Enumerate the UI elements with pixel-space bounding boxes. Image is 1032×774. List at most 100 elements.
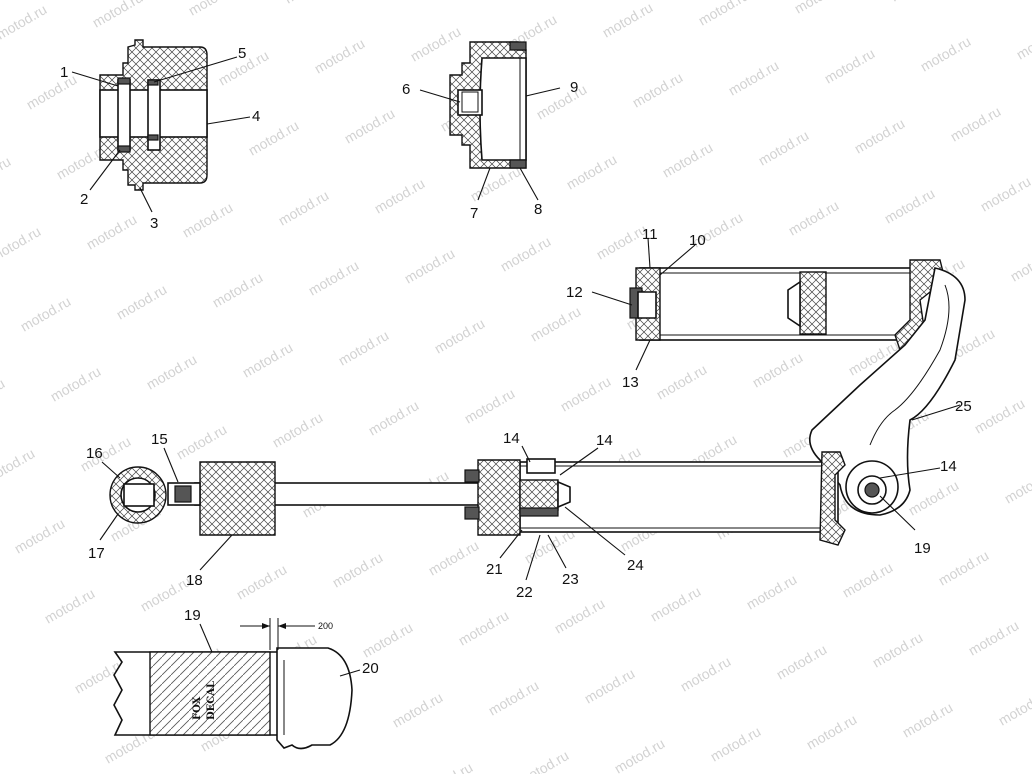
watermark-text: motod.ru [84,211,140,252]
watermark-text: motod.ru [594,221,650,262]
watermark-text: motod.ru [390,689,446,730]
callout-9: 9 [570,79,578,96]
watermark-text: motod.ru [648,583,704,624]
callout-17: 17 [88,545,105,562]
callout-2: 2 [80,191,88,208]
callout-18: 18 [186,572,203,589]
watermark-text: motod.ru [822,45,878,86]
callout-8: 8 [534,201,542,218]
watermark-text: motod.ru [726,57,782,98]
watermark-text: motod.ru [558,373,614,414]
watermark-text: motod.ru [744,571,800,612]
watermark-text: motod.ru [426,537,482,578]
watermark-text: motod.ru [210,269,266,310]
watermark-text: motod.ru [366,397,422,438]
decal-text-decal: DECAL [206,681,217,720]
watermark-text: motod.ru [1002,465,1032,506]
watermark-text: motod.ru [852,115,908,156]
watermark-text: motod.ru [678,653,734,694]
watermark-text: motod.ru [24,71,80,112]
watermark-text: motod.ru [18,293,74,334]
watermark-text: motod.ru [42,585,98,626]
watermark-text: motod.ru [534,81,590,122]
watermark-text: motod.ru [660,139,716,180]
callout-14b: 14 [596,432,613,449]
watermark-text: motod.ru [312,35,368,76]
watermark-text: motod.ru [468,163,524,204]
watermark-text: motod.ru [870,629,926,670]
watermark-text: motod.ru [330,549,386,590]
watermark-text: motod.ru [654,361,710,402]
watermark-text: motod.ru [360,619,416,660]
callout-14c: 14 [940,458,957,475]
callout-24: 24 [627,557,644,574]
watermark-text: motod.ru [486,677,542,718]
callout-16: 16 [86,445,103,462]
callout-14a: 14 [503,430,520,447]
watermark-text: motod.ru [804,711,860,752]
watermark-text: motod.ru [972,395,1028,436]
watermark-text: motod.ru [234,561,290,602]
watermark-text: motod.ru [918,33,974,74]
watermark-text: motod.ru [0,1,49,42]
watermark-text: motod.ru [462,385,518,426]
watermark-text: motod.ru [48,363,104,404]
watermark-text: motod.ru [12,515,68,556]
watermark-text: motod.ru [1014,21,1032,62]
watermark-text: motod.ru [906,477,962,518]
callout-23: 23 [562,571,579,588]
callout-22: 22 [516,584,533,601]
callout-4: 4 [252,108,260,125]
watermark-text: motod.ru [456,607,512,648]
watermark-text: motod.ru [948,103,1004,144]
watermark-text: motod.ru [306,257,362,298]
callout-1: 1 [60,64,68,81]
watermark-text: motod.ru [408,23,464,64]
bushing-detail [71,39,251,213]
callout-6: 6 [402,81,410,98]
dimension-label: 200 [318,621,333,631]
watermark-text: motod.ru [276,187,332,228]
watermark-text: motod.ru [420,759,476,774]
watermark-text: motod.ru [282,0,338,7]
watermark-text: motod.ru [582,665,638,706]
callout-15: 15 [151,431,168,448]
watermark-text: motod.ru [372,175,428,216]
callout-11: 11 [642,226,658,243]
callout-labels: 1 2 3 4 5 6 7 8 9 10 11 12 13 14 14 14 1… [60,45,972,720]
decal-detail [113,618,361,750]
watermark-text: motod.ru [600,0,656,41]
watermark-text: motod.ru [756,127,812,168]
decal-text-fox: FOX [192,696,203,720]
piston-detail [419,41,561,201]
watermark-text: motod.ru [900,699,956,740]
watermark-text: motod.ru [0,445,37,486]
callout-12: 12 [566,284,583,301]
watermark-text: motod.ru [936,547,992,588]
watermark-text: motod.ru [786,197,842,238]
watermark-text: motod.ru [0,223,43,264]
callout-19b: 19 [184,607,201,624]
watermark-text: motod.ru [552,595,608,636]
watermark-text: motod.ru [882,185,938,226]
main-shock-body [99,445,846,581]
reservoir-assembly [591,237,966,531]
watermark-text: motod.ru [0,153,13,194]
callout-10: 10 [689,232,706,249]
watermark-text: motod.ru [270,409,326,450]
watermark-text: motod.ru [144,351,200,392]
watermark-text: motod.ru [888,0,944,5]
watermark-text: motod.ru [336,327,392,368]
watermark-text: motod.ru [792,0,848,17]
callout-3: 3 [150,215,158,232]
watermark-text: motod.ru [564,151,620,192]
watermark-text: motod.ru [612,735,668,774]
watermark-text: motod.ru [966,617,1022,658]
watermark-text: motod.ru [0,375,7,416]
watermark-text: motod.ru [342,105,398,146]
callout-7: 7 [470,205,478,222]
watermark-text: motod.ru [528,303,584,344]
watermark-text: motod.ru [630,69,686,110]
callout-13: 13 [622,374,639,391]
